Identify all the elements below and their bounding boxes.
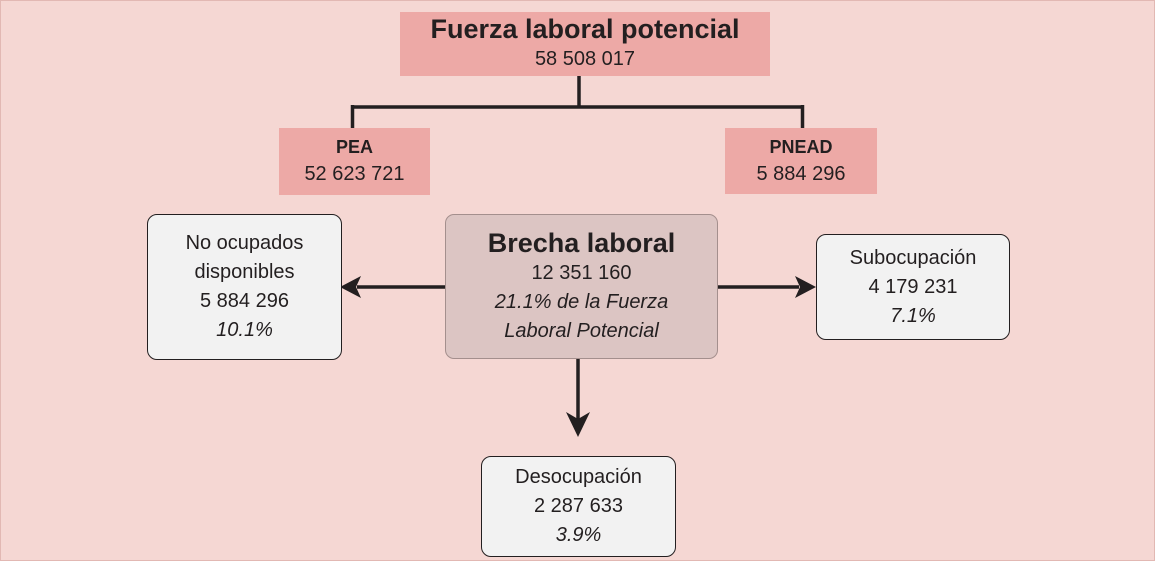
desocupacion-percent: 3.9% (555, 524, 602, 546)
fuerza-laboral-box: Fuerza laboral potencial 58 508 017 (400, 12, 770, 76)
desocupacion-label: Desocupación (515, 466, 642, 488)
pnead-box: PNEAD 5 884 296 (725, 128, 877, 194)
no-ocupados-label-line2: disponibles (194, 261, 295, 283)
arrow-down-head (566, 412, 590, 437)
brecha-laboral-note-line1: 21.1% de la Fuerza (494, 290, 669, 313)
brecha-laboral-note-line2: Laboral Potencial (504, 319, 659, 342)
pnead-value: 5 884 296 (756, 162, 846, 185)
pea-title: PEA (335, 137, 373, 157)
subocupacion-value: 4 179 231 (868, 275, 958, 298)
subocupacion-label: Subocupación (849, 246, 977, 269)
no-ocupados-box: No ocupados disponibles 5 884 296 10.1% (147, 214, 342, 360)
pnead-title: PNEAD (769, 136, 833, 157)
arrow-right-head (795, 276, 816, 298)
fuerza-laboral-value: 58 508 017 (534, 48, 636, 70)
pea-box: PEA 52 623 721 (279, 128, 430, 195)
no-ocupados-value: 5 884 296 (200, 290, 289, 312)
arrow-left-head (340, 276, 361, 298)
desocupacion-box: Desocupación 2 287 633 3.9% (481, 456, 676, 557)
fuerza-laboral-title: Fuerza laboral potencial (430, 14, 740, 44)
brecha-laboral-box: Brecha laboral 12 351 160 21.1% de la Fu… (445, 214, 718, 359)
brecha-laboral-title: Brecha laboral (487, 227, 676, 258)
brecha-laboral-value: 12 351 160 (531, 261, 632, 284)
no-ocupados-label-line1: No ocupados (185, 232, 304, 254)
subocupacion-box: Subocupación 4 179 231 7.1% (816, 234, 1010, 340)
desocupacion-value: 2 287 633 (534, 495, 623, 517)
pea-value: 52 623 721 (304, 163, 405, 185)
subocupacion-percent: 7.1% (890, 304, 936, 327)
no-ocupados-percent: 10.1% (216, 319, 273, 341)
